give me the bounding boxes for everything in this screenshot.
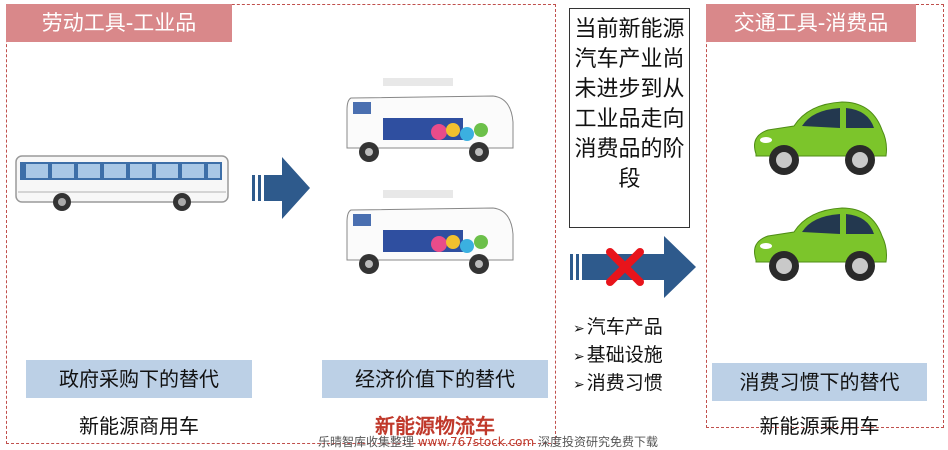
bus-illustration [15, 155, 229, 211]
left-panel-caption: 新能源商用车 [79, 414, 199, 438]
left-panel [6, 4, 556, 444]
right-panel-label: 消费习惯下的替代 [712, 363, 927, 401]
middle-panel-label: 经济价值下的替代 [322, 360, 548, 398]
left-panel-header: 劳动工具-工业品 [6, 4, 232, 42]
watermark-prefix: 乐晴智库收集整理 [318, 435, 415, 449]
van-illustration-bottom [346, 190, 514, 274]
van-illustration-top [346, 78, 514, 162]
barrier-item: 消费习惯 [573, 370, 663, 398]
blocked-arrow-icon [570, 236, 696, 298]
barrier-list: 汽车产品 基础设施 消费习惯 [573, 314, 663, 398]
arrow-right-icon [252, 157, 310, 219]
right-panel-header: 交通工具-消费品 [706, 4, 916, 42]
barrier-item: 汽车产品 [573, 314, 663, 342]
middle-panel-caption: 新能源物流车 [375, 414, 495, 438]
barrier-item: 基础设施 [573, 342, 663, 370]
right-panel-caption: 新能源乘用车 [759, 414, 880, 438]
cross-icon [606, 248, 644, 286]
watermark-url: www.767stock.com [417, 435, 535, 449]
left-panel-label: 政府采购下的替代 [26, 360, 252, 398]
industry-stage-note: 当前新能源汽车产业尚未进步到从工业品走向消费品的阶段 [569, 8, 690, 228]
watermark: 乐晴智库收集整理 www.767stock.com 深度投资研究免费下载 [318, 433, 658, 450]
car-illustration-bottom [754, 207, 887, 281]
car-illustration-top [754, 101, 887, 175]
watermark-suffix: 深度投资研究免费下载 [538, 435, 659, 449]
